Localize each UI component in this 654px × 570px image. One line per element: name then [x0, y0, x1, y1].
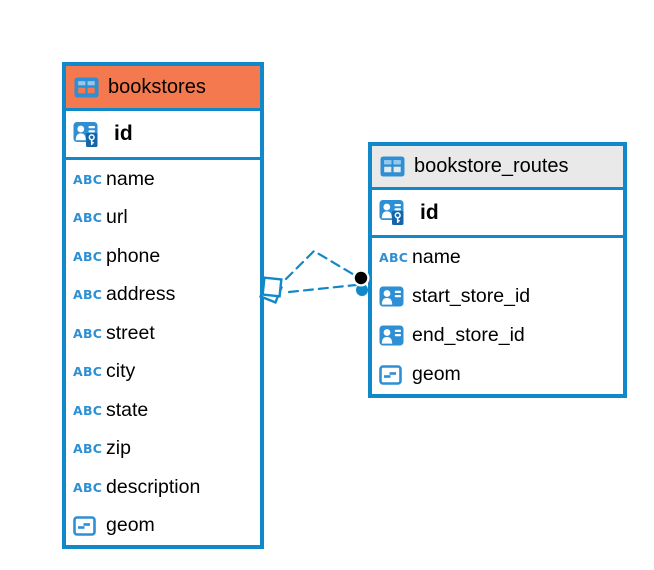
column-name: id: [420, 200, 439, 224]
column-row[interactable]: ABC name: [372, 238, 623, 277]
primary-key-icon: [379, 200, 404, 225]
column-name: id: [114, 122, 133, 145]
column-row[interactable]: ABC address: [66, 276, 260, 315]
text-type-icon: ABC: [73, 479, 103, 495]
text-type-icon: ABC: [73, 171, 103, 187]
column-name: zip: [106, 437, 131, 460]
column-name: name: [412, 246, 461, 268]
text-type-icon: ABC: [73, 364, 103, 380]
column-name: street: [106, 321, 155, 344]
column-row[interactable]: ABC url: [66, 199, 260, 238]
text-type-icon: ABC: [73, 325, 103, 341]
column-name: start_store_id: [412, 285, 531, 307]
text-type-icon: ABC: [73, 210, 103, 226]
foreign-key-icon: [379, 286, 404, 307]
column-row[interactable]: ABC phone: [66, 237, 260, 276]
column-name: name: [106, 167, 155, 190]
entity-table-bookstores[interactable]: bookstores id ABC name: [62, 62, 264, 549]
primary-key-icon: [73, 121, 98, 147]
column-row-pk[interactable]: id: [372, 190, 623, 238]
geometry-type-icon: [73, 515, 96, 536]
relationship-line-lower[interactable]: [287, 283, 358, 294]
table-name: bookstores: [108, 75, 206, 98]
column-row[interactable]: ABC name: [66, 160, 260, 199]
column-row[interactable]: geom: [372, 355, 623, 394]
foreign-key-icon: [379, 325, 404, 346]
column-name: state: [106, 398, 149, 421]
column-row-pk[interactable]: id: [66, 111, 260, 160]
column-name: description: [106, 475, 201, 498]
text-type-icon: ABC: [73, 441, 103, 457]
column-row[interactable]: geom: [66, 507, 260, 546]
column-name: address: [106, 283, 176, 306]
entity-table-bookstore-routes[interactable]: bookstore_routes id ABC name: [368, 142, 627, 398]
relationship-line-upper[interactable]: [284, 249, 358, 281]
column-name: city: [106, 360, 136, 383]
column-row[interactable]: ABC street: [66, 314, 260, 353]
column-row[interactable]: ABC state: [66, 391, 260, 430]
column-name: geom: [106, 514, 155, 537]
table-header-bookstores[interactable]: bookstores: [66, 66, 260, 111]
column-name: phone: [106, 244, 161, 267]
text-type-icon: ABC: [73, 248, 103, 264]
table-icon: [380, 156, 405, 177]
column-row[interactable]: ABC description: [66, 468, 260, 507]
column-name: geom: [412, 363, 461, 385]
table-icon: [74, 77, 99, 97]
table-header-bookstore-routes[interactable]: bookstore_routes: [372, 146, 623, 190]
column-row[interactable]: ABC zip: [66, 430, 260, 469]
text-type-icon: ABC: [73, 287, 103, 303]
column-name: end_store_id: [412, 324, 525, 346]
column-row[interactable]: end_store_id: [372, 316, 623, 355]
column-row[interactable]: ABC city: [66, 353, 260, 392]
text-type-icon: ABC: [379, 250, 409, 265]
geometry-type-icon: [379, 364, 402, 385]
one-side-dot-markers[interactable]: [352, 269, 370, 297]
text-type-icon: ABC: [73, 402, 103, 418]
column-name: url: [106, 206, 128, 229]
table-name: bookstore_routes: [414, 155, 569, 177]
column-row[interactable]: start_store_id: [372, 277, 623, 316]
